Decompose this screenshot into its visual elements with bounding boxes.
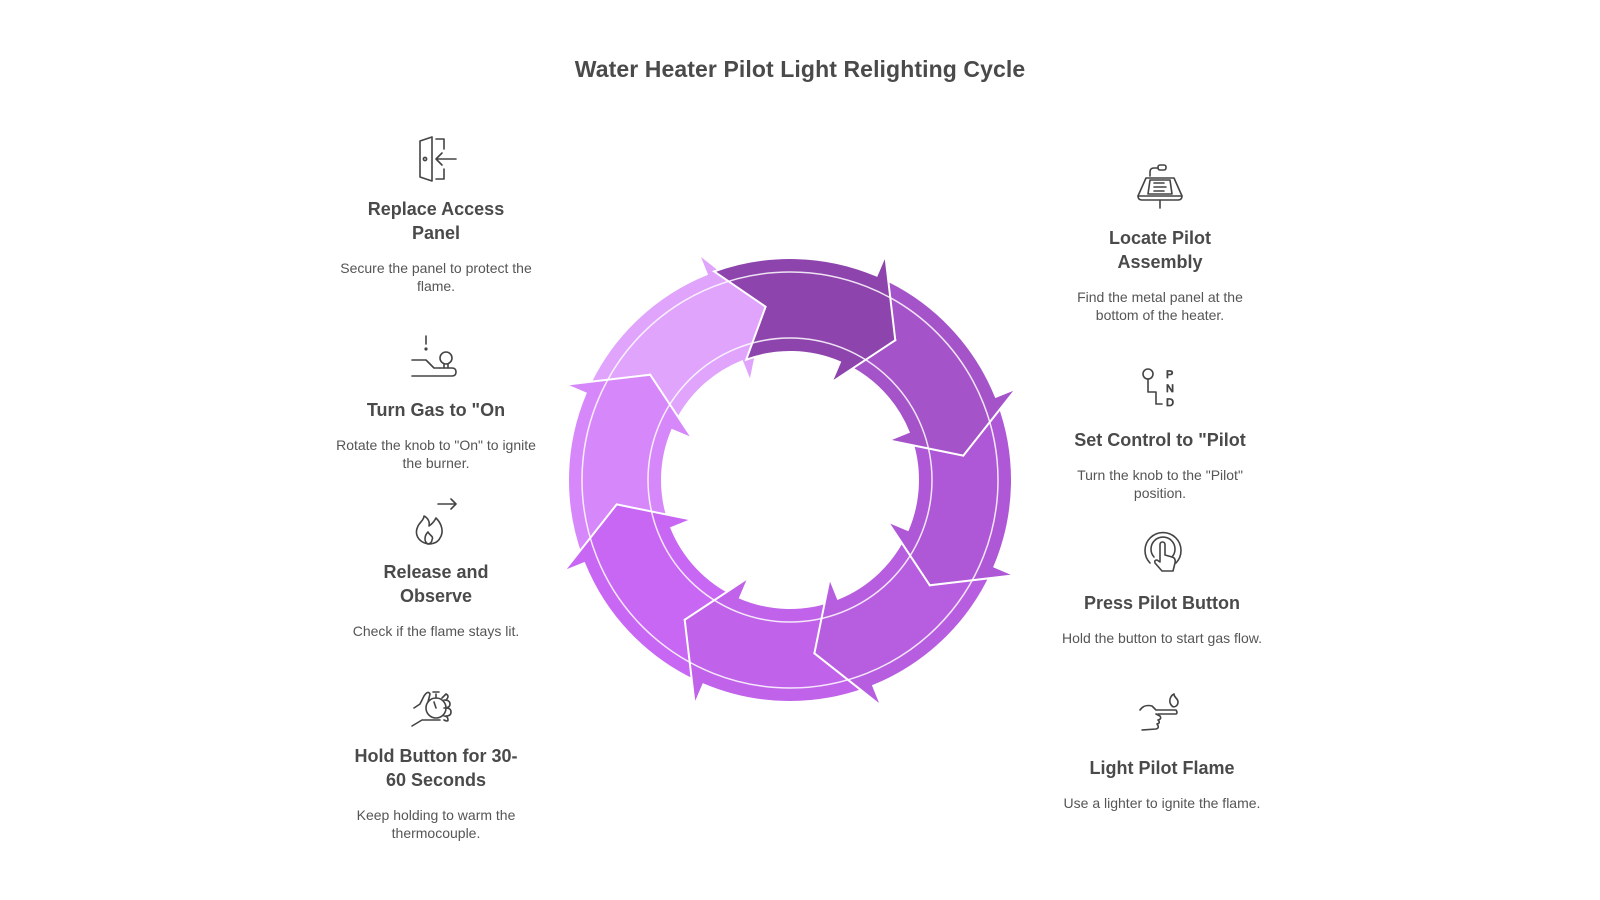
heading-line: Release and xyxy=(383,562,489,582)
heading-line: Assembly xyxy=(1117,252,1203,272)
heading-line: Observe xyxy=(399,586,473,606)
step-description: Turn the knob to the "Pilot" position. xyxy=(1077,467,1243,501)
svg-text:D: D xyxy=(1166,397,1174,409)
step-description: Hold the button to start gas flow. xyxy=(1062,630,1263,646)
step-heading: Light Pilot Flame xyxy=(1062,756,1262,780)
step-description: Keep holding to warm the thermocouple. xyxy=(356,807,516,841)
step-set-control-pilot: P N D Set Control to "Pilot Turn the kno… xyxy=(1060,364,1260,502)
step-hold-button: Hold Button for 30- 60 Seconds Keep hold… xyxy=(336,680,536,842)
gas-valve-icon xyxy=(410,334,462,386)
step-description: Check if the flame stays lit. xyxy=(352,623,520,639)
heading-line: Set Control to "Pilot xyxy=(1074,430,1246,450)
step-heading: Hold Button for 30- 60 Seconds xyxy=(336,744,536,792)
cycle-arrow-segments xyxy=(560,250,1020,710)
door-enter-icon xyxy=(410,133,462,185)
step-replace-access-panel: Replace Access Panel Secure the panel to… xyxy=(336,133,536,295)
heading-line: Turn Gas to "On xyxy=(366,400,506,420)
step-heading: Locate Pilot Assembly xyxy=(1060,226,1260,274)
hand-lighter-icon xyxy=(1136,692,1188,744)
control-panel-icon xyxy=(1134,162,1186,214)
step-description: Find the metal panel at the bottom of th… xyxy=(1077,289,1243,323)
step-heading: Release and Observe xyxy=(336,560,536,608)
step-press-pilot-button: Press Pilot Button Hold the button to st… xyxy=(1062,527,1262,647)
heading-line: Panel xyxy=(411,223,461,243)
ring-guide-circle xyxy=(581,271,999,689)
flame-arrow-icon xyxy=(410,496,462,548)
heading-line: Replace Access xyxy=(367,199,505,219)
hand-stopwatch-icon xyxy=(410,680,462,732)
press-button-icon xyxy=(1136,527,1188,579)
heading-line: Light Pilot Flame xyxy=(1089,758,1235,778)
step-heading: Set Control to "Pilot xyxy=(1060,428,1260,452)
gear-shift-icon: P N D xyxy=(1134,364,1186,416)
step-locate-pilot-assembly: Locate Pilot Assembly Find the metal pan… xyxy=(1060,162,1260,324)
step-description: Use a lighter to ignite the flame. xyxy=(1063,795,1261,811)
heading-line: 60 Seconds xyxy=(385,770,487,790)
step-heading: Replace Access Panel xyxy=(336,197,536,245)
heading-line: Locate Pilot xyxy=(1108,228,1211,248)
step-heading: Turn Gas to "On xyxy=(336,398,536,422)
step-heading: Press Pilot Button xyxy=(1062,591,1262,615)
heading-line: Press Pilot Button xyxy=(1083,593,1240,613)
svg-text:N: N xyxy=(1166,383,1174,395)
heading-line: Hold Button for 30- xyxy=(354,746,518,766)
ring-guide-circle xyxy=(647,337,933,623)
cycle-ring xyxy=(560,250,1020,710)
step-description: Secure the panel to protect the flame. xyxy=(340,260,532,294)
step-release-and-observe: Release and Observe Check if the flame s… xyxy=(336,496,536,640)
svg-text:P: P xyxy=(1166,369,1173,381)
step-light-pilot-flame: Light Pilot Flame Use a lighter to ignit… xyxy=(1062,692,1262,812)
page-title: Water Heater Pilot Light Relighting Cycl… xyxy=(574,56,1026,82)
step-turn-gas-on: Turn Gas to "On Rotate the knob to "On" … xyxy=(336,334,536,472)
step-description: Rotate the knob to "On" to ignite the bu… xyxy=(336,437,536,471)
